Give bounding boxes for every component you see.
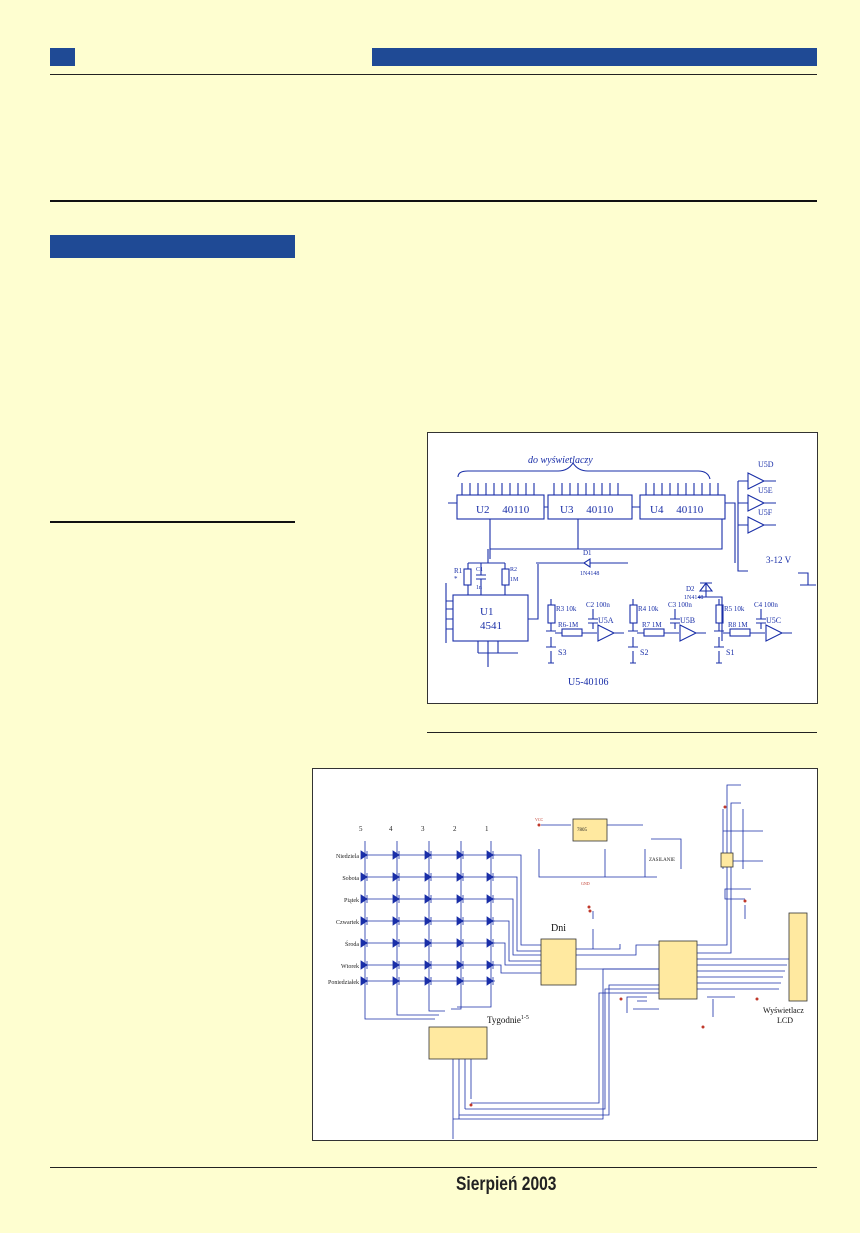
section-heading-bar — [50, 235, 295, 258]
column-number-3: 3 — [421, 825, 425, 833]
dni-label: Dni — [551, 923, 566, 934]
part-c4: C4 100n — [754, 601, 778, 609]
day-label-wtorek: Wtorek — [341, 964, 359, 970]
led-diode-icon — [360, 976, 368, 986]
footer-rule — [50, 1167, 817, 1168]
footer-issue-date: Sierpień 2003 — [456, 1174, 557, 1195]
led-diode-icon — [424, 850, 432, 860]
led-diode-icon — [424, 938, 432, 948]
led-diode-icon — [456, 916, 464, 926]
part-r1-val: * — [454, 575, 458, 583]
chip-label-u1-part: 4541 — [480, 620, 502, 632]
vcc-label: VCC — [535, 817, 544, 822]
regulator-label: 7805 — [577, 828, 588, 833]
column-number-5: 5 — [359, 825, 363, 833]
gate-label-u5c: U5C — [766, 616, 781, 625]
column-number-1: 1 — [485, 825, 489, 833]
part-r2: R2 — [510, 567, 517, 573]
led-diode-icon — [456, 976, 464, 986]
switch-s1: S1 — [726, 648, 734, 657]
schematic-figure-1: do wyświetlaczy U2 40110 U3 40110 U4 401… — [427, 432, 818, 704]
gate-label-u5a: U5A — [598, 616, 614, 625]
part-c3: C3 100n — [668, 601, 692, 609]
part-d1: D1 — [583, 549, 592, 557]
led-diode-icon — [424, 976, 432, 986]
day-label-sroda: Środa — [345, 940, 359, 948]
chip-label-u3: U3 40110 — [560, 504, 614, 516]
part-c2: C2 100n — [586, 601, 610, 609]
led-diode-icon — [392, 872, 400, 882]
led-diode-icon — [424, 960, 432, 970]
part-c1-val: 1n — [476, 585, 482, 591]
switch-s3: S3 — [558, 648, 566, 657]
header-left-marker — [50, 48, 75, 66]
led-diode-icon — [486, 976, 494, 986]
led-diode-icon — [360, 850, 368, 860]
led-diode-icon — [424, 872, 432, 882]
part-r1: R1 — [454, 567, 463, 575]
day-label-niedziela: Niedziela — [336, 854, 359, 860]
day-label-piatek: Piątek — [344, 898, 359, 904]
led-diode-icon — [392, 976, 400, 986]
header-right-bar — [372, 48, 817, 66]
header-rule — [50, 74, 817, 75]
switch-s2: S2 — [640, 648, 648, 657]
lcd-label-line1: Wyświetlacz — [763, 1006, 804, 1015]
schematic-figure-2: 5 4 3 2 1 Niedziela Sobota Piątek Czwart… — [312, 768, 818, 1141]
figure-1-rule — [427, 732, 817, 733]
part-c1: C1 — [476, 567, 483, 573]
part-r2-val: 1M — [510, 577, 519, 583]
led-diode-icon — [392, 894, 400, 904]
zasilanie-label: ZASILANIE — [649, 858, 675, 863]
led-diode-icon — [360, 916, 368, 926]
section-rule — [50, 200, 817, 202]
part-d2: D2 — [686, 585, 695, 593]
gate-label-u5b: U5B — [680, 616, 695, 625]
led-diode-icon — [392, 916, 400, 926]
part-r8: R8 1M — [728, 621, 748, 629]
schematic-drawing-1: do wyświetlaczy U2 40110 U3 40110 U4 401… — [445, 455, 816, 688]
day-label-czwartek: Czwartek — [336, 920, 359, 926]
led-diode-icon — [360, 960, 368, 970]
column-number-2: 2 — [453, 825, 457, 833]
part-r5: R5 10k — [724, 605, 745, 613]
schematic-header-label: do wyświetlaczy — [528, 455, 593, 466]
gate-label-u5e: U5E — [758, 486, 773, 495]
part-r4: R4 10k — [638, 605, 659, 613]
part-d2-val: 1N4148 — [684, 595, 703, 601]
part-r3: R3 10k — [556, 605, 577, 613]
part-d1-val: 1N4148 — [580, 571, 599, 577]
column-number-4: 4 — [389, 825, 393, 833]
led-diode-icon — [360, 938, 368, 948]
led-diode-icon — [456, 938, 464, 948]
part-r6: R6-1M — [558, 621, 579, 629]
led-diode-icon — [360, 872, 368, 882]
chip-label-u2: U2 40110 — [476, 504, 530, 516]
led-diode-icon — [392, 938, 400, 948]
gate-label-u5d: U5D — [758, 460, 774, 469]
lcd-label-line2: LCD — [777, 1016, 793, 1025]
day-label-poniedzialek: Poniedziałek — [328, 980, 359, 986]
led-diode-icon — [392, 850, 400, 860]
supply-label: 3-12 V — [766, 555, 792, 565]
led-diode-icon — [456, 850, 464, 860]
chip-label-u1-ref: U1 — [480, 606, 493, 618]
u5-caption: U5-40106 — [568, 677, 609, 688]
led-diode-icon — [424, 894, 432, 904]
led-diode-icon — [456, 960, 464, 970]
column-rule — [50, 521, 295, 523]
day-label-sobota: Sobota — [342, 876, 359, 882]
led-diode-icon — [456, 872, 464, 882]
led-diode-icon — [424, 916, 432, 926]
chip-label-u4: U4 40110 — [650, 504, 704, 516]
tygodnie-label: Tygodnie1-5 — [487, 1015, 529, 1025]
part-r7: R7 1M — [642, 621, 662, 629]
gate-label-u5f: U5F — [758, 508, 773, 517]
led-diode-icon — [392, 960, 400, 970]
led-diode-icon — [360, 894, 368, 904]
gnd-label: GND — [581, 881, 590, 886]
schematic-drawing-2: 5 4 3 2 1 Niedziela Sobota Piątek Czwart… — [328, 784, 808, 1139]
led-diode-icon — [456, 894, 464, 904]
